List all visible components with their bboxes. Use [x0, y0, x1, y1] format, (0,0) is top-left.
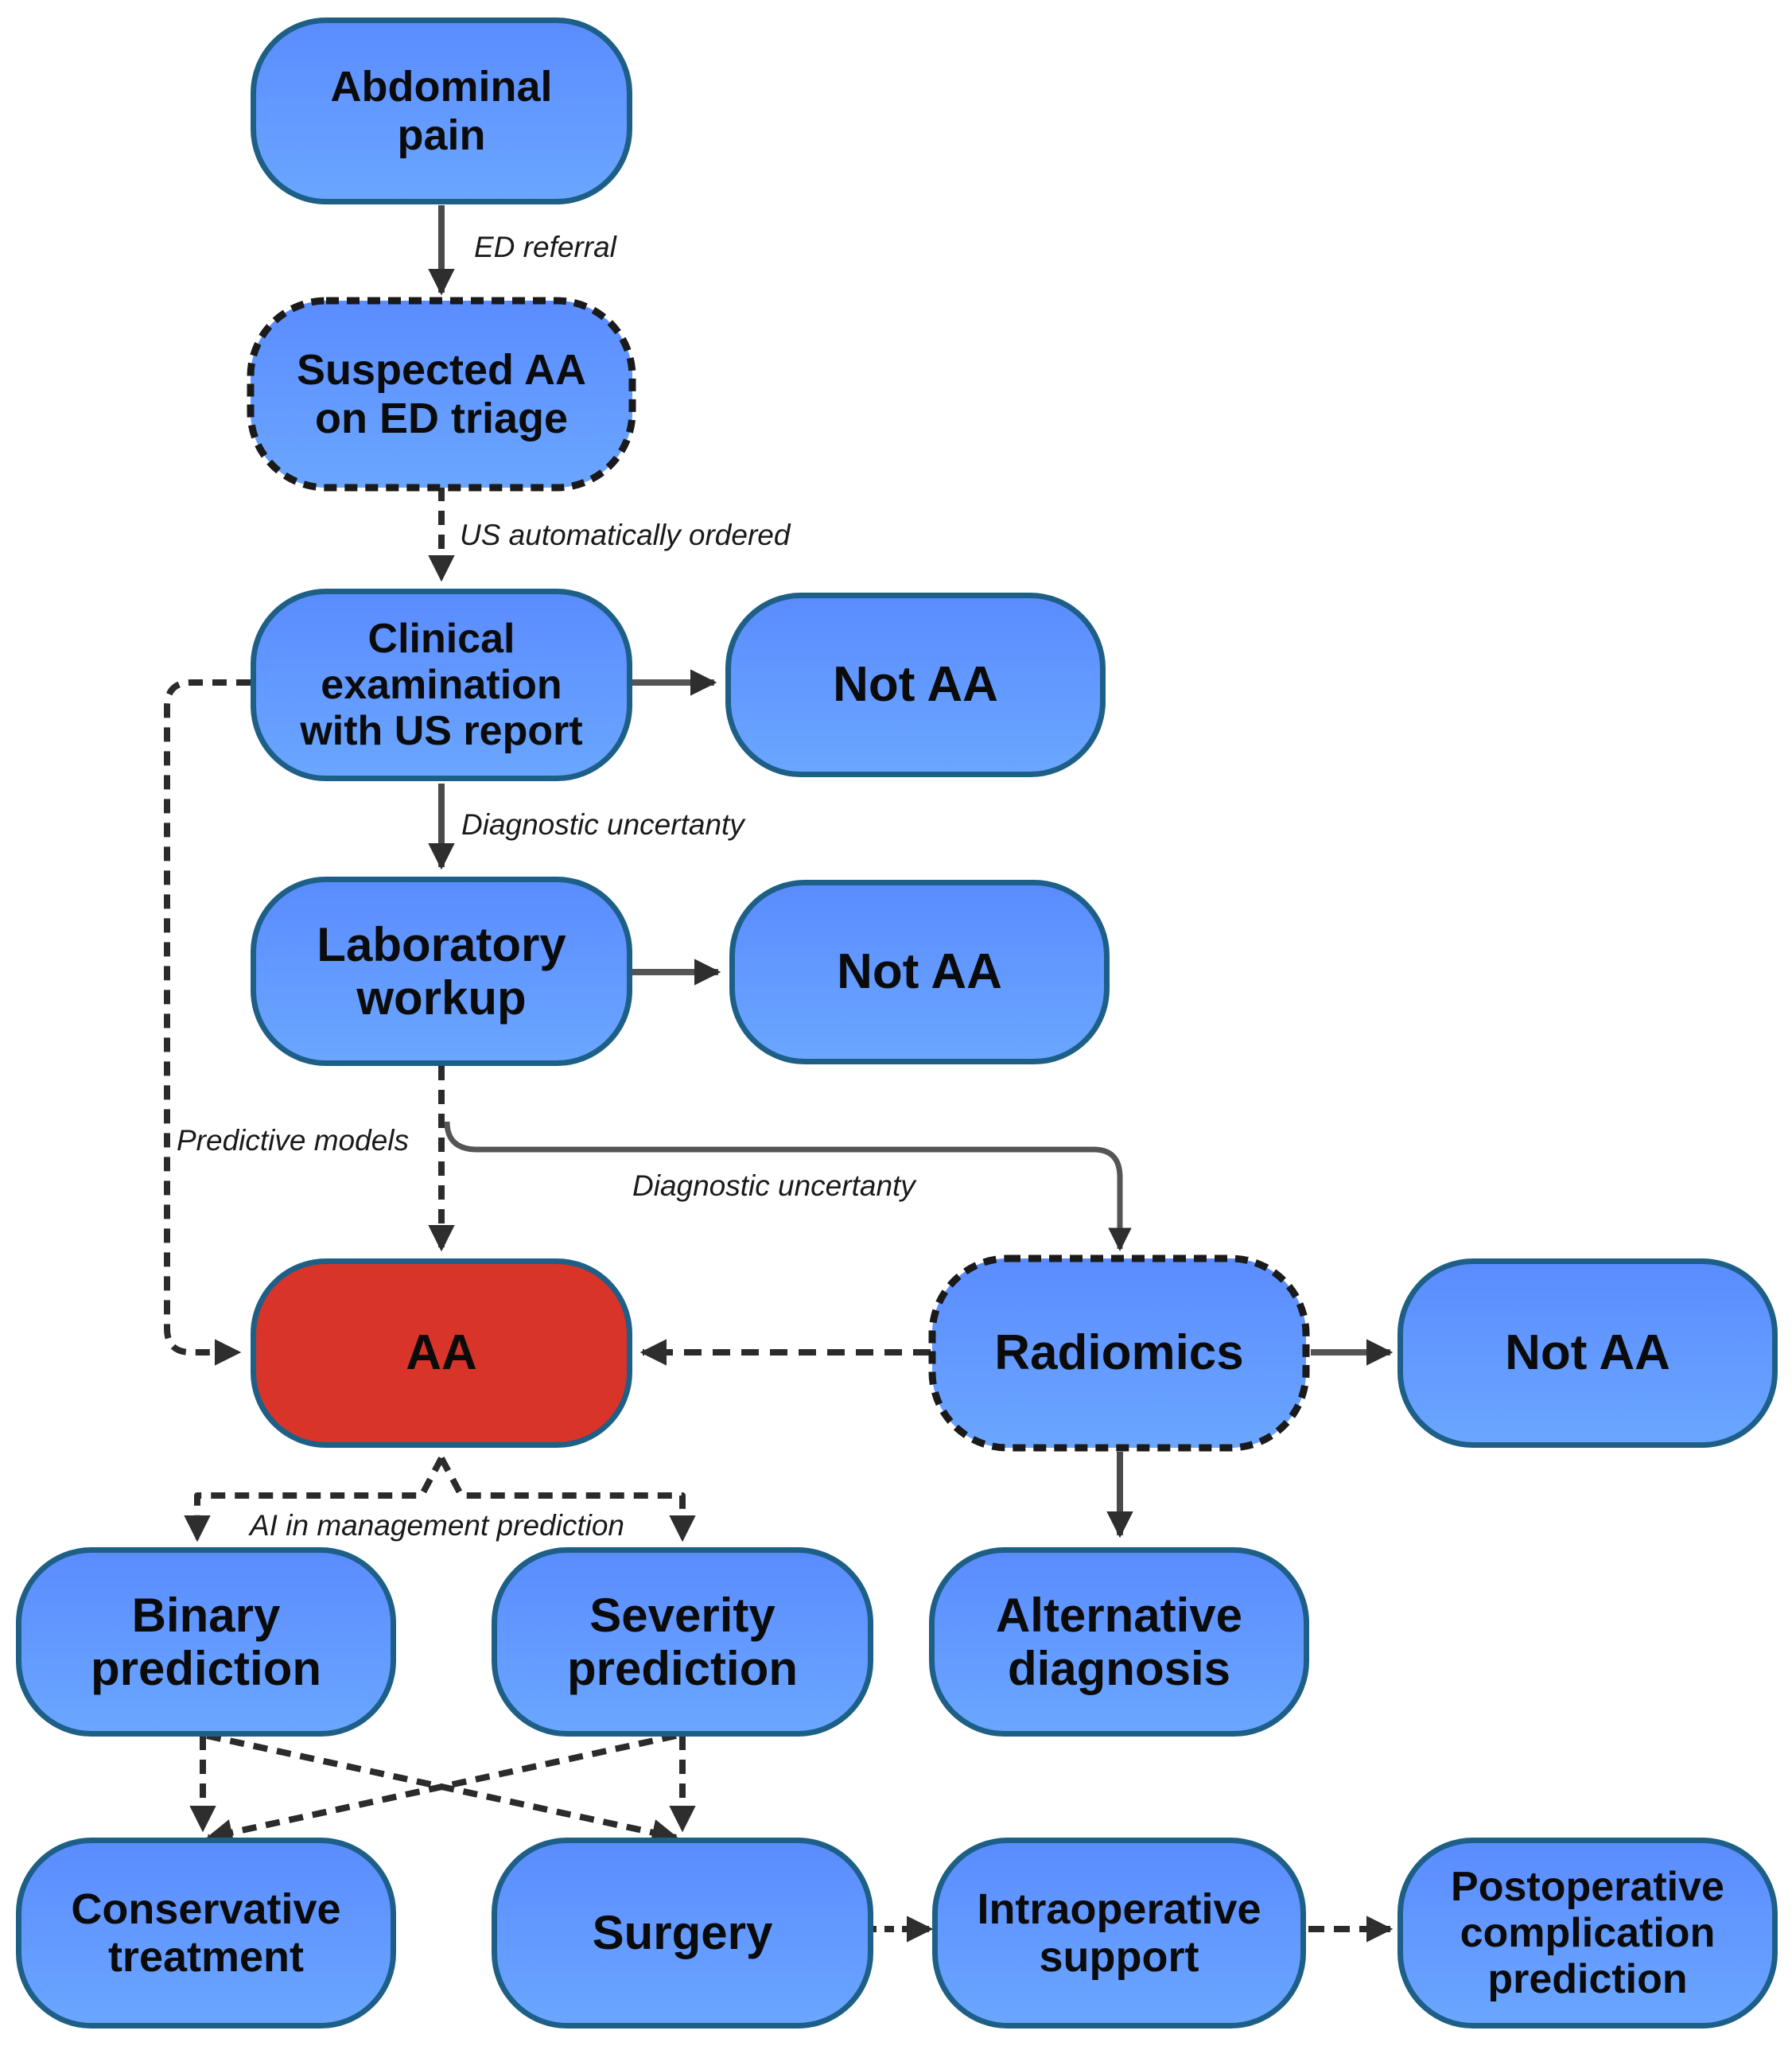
node-postoperative-prediction-label: Postoperative complication prediction — [1451, 1863, 1724, 2003]
node-lab-workup-label: Laboratory workup — [317, 917, 566, 1025]
node-not-aa-1-label: Not AA — [833, 657, 998, 713]
label-ed-referral: ED referral — [474, 231, 616, 263]
node-surgery-label: Surgery — [592, 1906, 773, 1960]
label-predictive-models: Predictive models — [177, 1124, 410, 1157]
label-diagnostic-uncertainty-2: Diagnostic uncertanty — [632, 1169, 915, 1202]
node-clinical-exam: Clinical examination with US report — [251, 589, 632, 781]
node-suspected-aa: Suspected AA on ED triage — [247, 297, 636, 492]
node-alternative-diagnosis-label: Alternative diagnosis — [995, 1588, 1243, 1695]
node-lab-workup: Laboratory workup — [251, 877, 632, 1066]
edge-severity-to-conservative — [205, 1733, 677, 1846]
node-aa: AA — [251, 1258, 632, 1448]
edge-aa-to-severity — [438, 1457, 696, 1542]
node-conservative-treatment: Conservative treatment — [16, 1838, 396, 2028]
label-us-ordered: US automatically ordered — [460, 519, 791, 551]
node-not-aa-3: Not AA — [1397, 1258, 1778, 1448]
node-binary-prediction: Binary prediction — [16, 1547, 396, 1737]
edge-lab-to-radiomics — [444, 1121, 1132, 1251]
node-not-aa-3-label: Not AA — [1505, 1325, 1670, 1381]
edge-aa-to-binary — [184, 1457, 445, 1542]
dashed-border — [247, 297, 636, 492]
node-alternative-diagnosis: Alternative diagnosis — [929, 1547, 1309, 1737]
node-conservative-treatment-label: Conservative treatment — [71, 1885, 341, 1981]
node-severity-prediction: Severity prediction — [492, 1547, 873, 1737]
dashed-border — [928, 1254, 1310, 1452]
node-abdominal-pain: Abdominal pain — [251, 18, 632, 204]
node-radiomics-label: Radiomics — [994, 1325, 1244, 1381]
node-intraoperative-support-label: Intraoperative support — [977, 1885, 1261, 1981]
node-abdominal-pain-label: Abdominal pain — [330, 63, 553, 159]
node-radiomics: Radiomics — [928, 1254, 1310, 1452]
node-postoperative-prediction: Postoperative complication prediction — [1397, 1838, 1778, 2028]
node-suspected-aa-label: Suspected AA on ED triage — [296, 346, 587, 442]
node-clinical-exam-label: Clinical examination with US report — [300, 615, 583, 755]
node-aa-label: AA — [406, 1325, 477, 1381]
label-ai-management: AI in management prediction — [250, 1509, 624, 1542]
node-not-aa-1: Not AA — [725, 593, 1106, 777]
edge-clinical-to-aa — [164, 679, 251, 1366]
node-not-aa-2: Not AA — [729, 880, 1110, 1064]
node-surgery: Surgery — [492, 1838, 873, 2028]
node-severity-prediction-label: Severity prediction — [566, 1588, 798, 1695]
node-intraoperative-support: Intraoperative support — [932, 1838, 1306, 2028]
node-binary-prediction-label: Binary prediction — [90, 1588, 321, 1695]
label-diagnostic-uncertainty-1: Diagnostic uncertanty — [461, 808, 744, 841]
node-not-aa-2-label: Not AA — [837, 944, 1002, 1000]
